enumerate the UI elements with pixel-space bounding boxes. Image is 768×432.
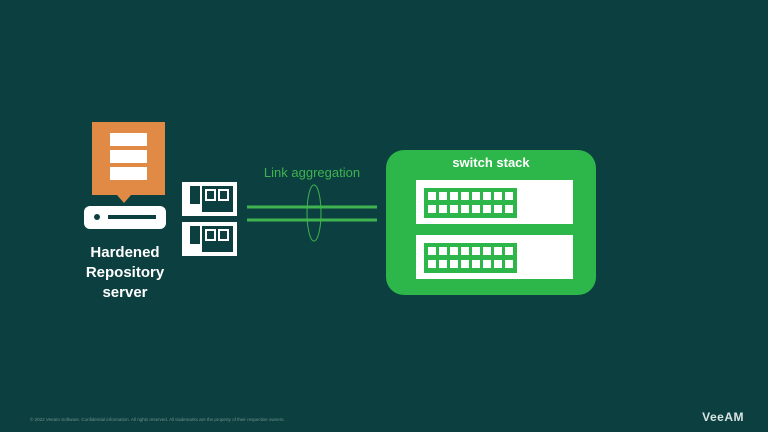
server-icon <box>84 206 166 229</box>
server-storage-icon <box>92 122 165 203</box>
copyright-note: © 2022 Veeam Software. Confidential info… <box>30 417 285 422</box>
server-label-line: Hardened <box>90 244 160 261</box>
brand-logo: VeeAM <box>702 410 744 424</box>
aggregated-links <box>247 184 377 242</box>
switch-icon <box>416 235 573 279</box>
switch-stack-title: switch stack <box>452 155 530 170</box>
switch-icon <box>416 180 573 224</box>
server-label-line: server <box>102 284 148 301</box>
server-label-line: Repository <box>85 264 165 281</box>
network-card-icon <box>182 222 237 256</box>
network-card-icon <box>182 182 237 216</box>
link-aggregation-label: Link aggregation <box>263 165 361 180</box>
server-label: Hardened Repository server <box>60 243 190 303</box>
